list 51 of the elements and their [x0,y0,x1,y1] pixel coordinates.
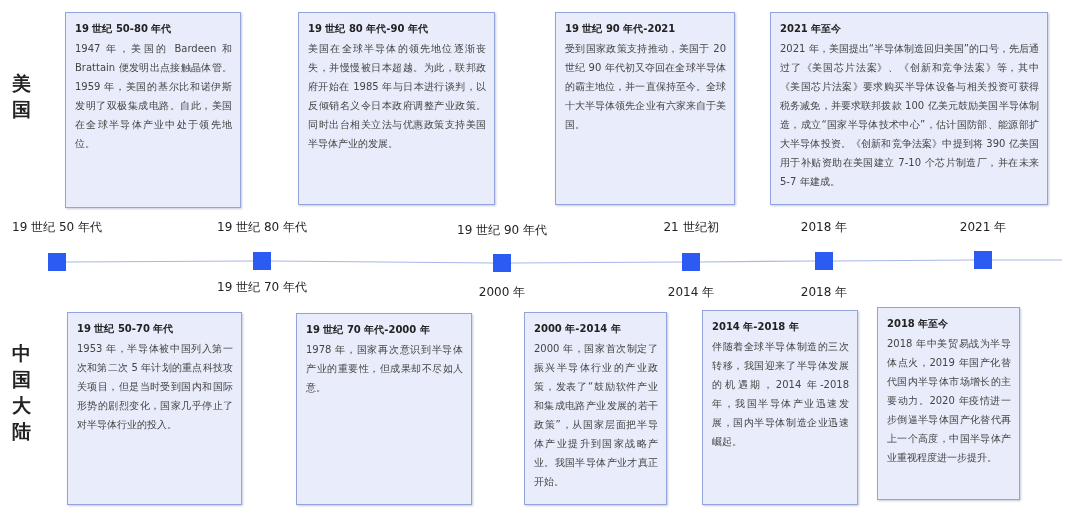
card-heading: 19 世纪 50-80 年代 [75,22,173,36]
timeline-line [832,259,975,262]
timeline-label: 19 世纪 90 年代 [457,222,547,239]
timeline-line [270,260,494,264]
card-text: 2021 年，美国提出“半导体制造回归美国”的口号，先后通过了《美国芯片法案》、《创新和竞争法案》等，其中《美国芯片法案》要求购买半导体设备与相关投资可获得税务减免，并要求联邦拨款 100 亿美元鼓励美国半导体制造，成立“国家半导体技术中心”，估计国防部、能源部扩大半导体投资。《创新和竞争法案》中提到将 390 亿美国用于补贴资助在美国建立 7-10 个芯片制造厂，并在未来 5-7 年建成。 [780,42,1039,189]
event-card [296,313,472,505]
event-card [702,310,858,505]
timeline-label: 19 世纪 80 年代 [217,219,307,236]
timeline-label: 21 世纪初 [663,219,719,236]
timeline-marker [682,253,700,271]
card-heading: 19 世纪 90 年代-2021 [565,22,677,36]
card-text: 1953 年，半导体被中国列入第一次和第二次 5 年计划的重点科技攻关项目，但是当时受到国内和国际形势的剧烈变化，国家几乎停止了对半导体行业的投入。 [77,342,233,432]
timeline-marker [493,254,511,272]
timeline-label: 2014 年 [667,284,715,301]
timeline-line [510,261,683,264]
event-card [555,12,735,205]
card-text: 伴随着全球半导体制造的三次转移，我国迎来了半导体发展的机遇期，2014 年-2018 年，我国半导体产业迅速发展，国内半导体制造企业迅速崛起。 [712,340,849,449]
card-heading: 2000 年-2014 年 [534,322,622,336]
timeline-marker [815,252,833,270]
card-heading: 2014 年-2018 年 [712,320,800,334]
card-heading: 2021 年至今 [780,22,843,36]
card-text: 1978 年，国家再次意识到半导体产业的重要性，但成果却不尽如人意。 [306,343,463,395]
event-card [524,312,667,505]
timeline-label: 2000 年 [478,284,526,301]
timeline-label: 2021 年 [959,219,1007,236]
timeline-marker [253,252,271,270]
row-label: 美国 [12,71,32,122]
card-text: 美国在全球半导体的领先地位逐渐丧失，并慢慢被日本超越。为此，联邦政府开始在 1985 年与日本进行谈判，以反倾销名义令日本政府调整产业政策。同时出台相关立法与优惠政策支持美国半导体产业的发展。 [308,42,486,151]
card-heading: 2018 年至今 [887,317,950,331]
card-text: 受到国家政策支持推动，美国于 20 世纪 90 年代初又夺回在全球半导体的霸主地位，并一直保持至今。全球十大半导体领先企业有六家来自于美国。 [565,42,726,132]
event-card [65,12,241,208]
timeline-line [699,260,816,263]
timeline-marker [974,251,992,269]
timeline-line [65,260,254,263]
card-heading: 19 世纪 50-70 年代 [77,322,175,336]
event-card [298,12,495,205]
timeline-label: 19 世纪 50 年代 [12,219,102,236]
timeline-marker [48,253,66,271]
card-heading: 19 世纪 80 年代-90 年代 [308,22,429,36]
card-heading: 19 世纪 70 年代-2000 年 [306,323,431,337]
timeline-label: 2018 年 [800,284,848,301]
row-label: 中国大陆 [12,341,32,444]
event-card [877,307,1020,500]
card-text: 2000 年，国家首次制定了振兴半导体行业的产业政策，发表了“鼓励软件产业和集成电路产业发展的若干政策”，从国家层面把半导体产业提升到国家战略产业。我国半导体产业才真正开始。 [534,342,658,489]
event-card [770,12,1048,205]
card-text: 2018 年中美贸易战为半导体点火，2019 年国产化替代国内半导体市场增长的主要动力。2020 年疫情进一步倒逼半导体国产化替代再上一个高度，中国半导体产业重视程度进一步提升。 [887,337,1011,465]
timeline-label: 19 世纪 70 年代 [217,279,307,296]
timeline-line [991,259,1063,261]
event-card [67,312,242,505]
card-text: 1947 年，美国的 Bardeen 和 Brattain 便发明出点接触晶体管。1959 年，美国的基尔比和诺伊斯发明了双极集成电路。自此，美国在全球半导体产业中处于领先地位。 [75,42,232,151]
timeline-label: 2018 年 [800,219,848,236]
